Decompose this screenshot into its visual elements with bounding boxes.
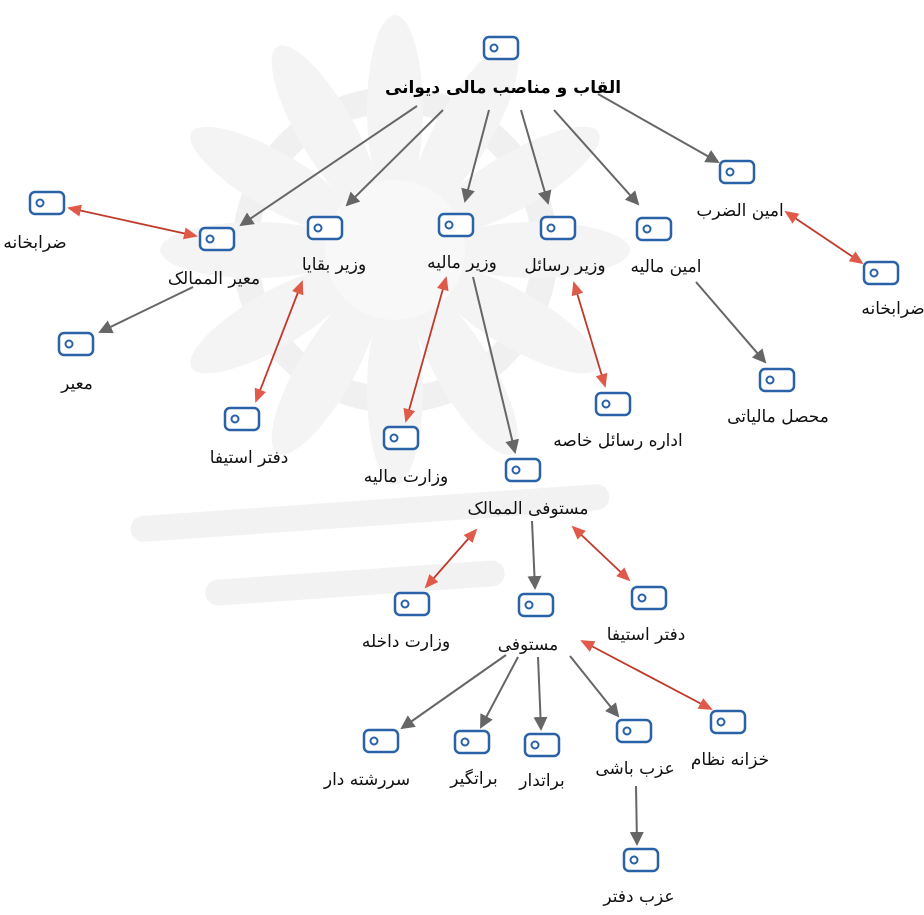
node-label: وزارت مالیه [364,467,448,487]
node-mostowfi-al-mamalek[interactable]: مستوفی الممالک [467,457,589,519]
node-card-icon [862,260,900,286]
node-card-icon [622,847,660,873]
bidirectional-edge [403,276,449,423]
node-zarrabkhane-right[interactable]: ضرابخانه [861,260,924,319]
node-card-icon [28,190,66,216]
node-card-icon [382,425,420,451]
node-card-icon [393,591,431,617]
node-label: وزیر مالیه [427,253,497,273]
node-daftar-estifa-low[interactable]: دفتر استیفا [607,585,686,645]
bidirectional-edge [580,640,713,710]
node-card-icon [362,728,400,754]
node-label: محصل مالیاتی [727,407,829,427]
node-vazir-maliye[interactable]: وزیر مالیه [427,212,497,273]
node-vazir-rasael[interactable]: وزیر رسائل [524,215,606,276]
node-label: ضرابخانه [3,233,66,253]
node-label: اداره رسائل خاصه [553,431,682,451]
node-label: سررشته دار [323,770,410,790]
bidirectional-edge [571,281,608,388]
hierarchy-edge [597,93,720,163]
node-card-icon [718,159,756,185]
node-card-icon [615,718,653,744]
node-azab-bashi[interactable]: عزب باشی [595,718,675,779]
node-card-icon [758,367,796,393]
node-label: عزب دفتر [602,887,674,907]
node-card-icon [57,331,95,357]
hierarchy-edge [98,286,194,334]
node-khazane-nezam[interactable]: خزانه نظام [691,709,769,770]
node-amin-maliye[interactable]: امین مالیه [630,216,702,277]
node-card-icon [630,585,668,611]
node-label: خزانه نظام [691,750,769,770]
node-card-icon [594,391,632,417]
node-label: براتگیر [449,768,497,789]
bidirectional-edge [67,204,198,240]
node-label: مستوفی [498,635,558,655]
nodes-layer: القاب و مناصب مالی دیوانی معیر الممالک وزی… [3,35,924,907]
node-label: عزب باشی [595,759,674,779]
node-vezarat-maliye[interactable]: وزارت مالیه [364,425,448,487]
node-card-icon [223,406,261,432]
hierarchy-edge [480,656,519,729]
node-label: براتدار [518,771,564,791]
hierarchy-edge [629,785,644,846]
node-label: وزیر رسائل [524,256,605,276]
bidirectional-edges [67,204,864,710]
node-amin-al-zarb[interactable]: امین الضرب [696,159,784,221]
bidirectional-edge [424,528,478,589]
node-card-icon [635,216,673,242]
hierarchy-edge [553,109,640,206]
node-label: دفتر استیفا [607,625,686,645]
node-label: القاب و مناصب مالی دیوانی [385,78,621,98]
node-label: مستوفی الممالک [467,499,588,519]
bidirectional-edge [784,210,864,265]
hierarchy-edge [461,109,490,203]
node-label: معیر [60,374,93,394]
node-baratgir[interactable]: براتگیر [449,729,498,789]
hierarchy-edges [98,93,767,846]
hierarchy-edge [400,654,507,730]
hierarchy-edge [520,109,552,205]
hierarchy-edge [472,276,520,454]
node-card-icon [306,215,344,241]
node-card-icon [517,592,555,618]
node-label: معیر الممالک [168,269,260,289]
node-moayyer[interactable]: معیر [57,331,95,394]
node-card-icon [453,729,491,755]
node-label: امین الضرب [696,201,783,221]
hierarchy-edge [345,109,444,207]
bidirectional-edge [254,280,304,403]
node-vezarat-dakhele[interactable]: وزارت داخله [362,591,450,652]
node-card-icon [482,35,520,61]
node-card-icon [198,226,236,252]
node-edare-rasael[interactable]: اداره رسائل خاصه [553,391,683,451]
node-label: امین مالیه [630,257,701,277]
bidirectional-edge [571,525,631,582]
node-card-icon [523,732,561,758]
node-baratdar[interactable]: براتدار [518,732,565,791]
node-mohassel[interactable]: محصل مالیاتی [727,367,829,427]
node-vazir-baghaya[interactable]: وزیر بقایا [302,215,366,275]
node-card-icon [437,212,475,238]
hierarchy-edge [527,520,542,590]
node-card-icon [504,457,542,483]
node-card-icon [539,215,577,241]
hierarchy-edge [695,281,767,364]
node-root[interactable]: القاب و مناصب مالی دیوانی [385,35,621,98]
hierarchy-edge [569,655,620,718]
hierarchy-edge [239,105,418,227]
node-label: ضرابخانه [861,299,924,319]
node-label: وزیر بقایا [302,255,366,275]
node-card-icon [709,709,747,735]
node-mostowfi[interactable]: مستوفی [498,592,558,655]
node-label: دفتر استیفا [210,448,289,468]
node-daftar-estifa-top[interactable]: دفتر استیفا [210,406,289,468]
node-sar-reshte-dar[interactable]: سررشته دار [323,728,410,790]
node-azab-daftar[interactable]: عزب دفتر [602,847,675,907]
hierarchy-edge [533,656,548,731]
node-label: وزارت داخله [362,632,450,652]
node-moayyer-al-mamalek[interactable]: معیر الممالک [168,226,260,289]
node-zarrabkhane-left[interactable]: ضرابخانه [3,190,67,253]
